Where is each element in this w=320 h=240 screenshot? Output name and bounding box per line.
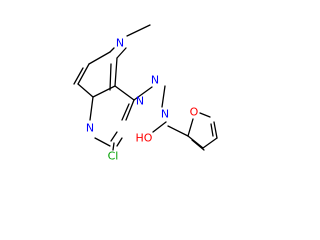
bond <box>199 112 211 118</box>
bond <box>114 85 135 101</box>
bond <box>121 103 130 121</box>
bond <box>77 63 90 85</box>
bond <box>110 131 118 142</box>
bond <box>161 85 166 108</box>
bond <box>191 139 205 151</box>
bond <box>88 51 111 65</box>
bond <box>167 125 189 137</box>
bond <box>92 85 116 98</box>
bond <box>133 86 153 101</box>
bond <box>73 67 84 85</box>
bond <box>94 137 111 147</box>
hydroxyl-atom-label: HO <box>136 132 153 145</box>
bond <box>116 47 127 59</box>
bond <box>114 57 118 87</box>
atom-labels: N N N Cl N N HO O <box>86 37 199 163</box>
nitrogen-atom-label: N <box>86 122 94 135</box>
bond <box>187 135 204 149</box>
bond <box>116 137 123 147</box>
bond <box>187 118 194 137</box>
molecule-structure: N N N Cl N N HO O <box>73 24 218 163</box>
oxygen-atom-label: O <box>190 106 199 119</box>
bond <box>202 137 218 149</box>
bond <box>109 63 112 91</box>
nitrogen-atom-label: N <box>151 74 159 87</box>
bond <box>125 99 135 121</box>
bond <box>112 142 115 151</box>
nitrogen-atom-label: N <box>136 95 144 108</box>
bond <box>109 47 115 53</box>
bond <box>126 24 151 37</box>
bond <box>77 83 94 98</box>
nitrogen-atom-label: N <box>116 37 124 50</box>
bond-lines <box>73 24 218 151</box>
bond <box>89 96 94 121</box>
nitrogen-atom-label: N <box>161 108 169 121</box>
bond <box>213 121 218 139</box>
bond <box>152 121 167 133</box>
chlorine-atom-label: Cl <box>108 150 119 163</box>
bond <box>210 123 214 137</box>
